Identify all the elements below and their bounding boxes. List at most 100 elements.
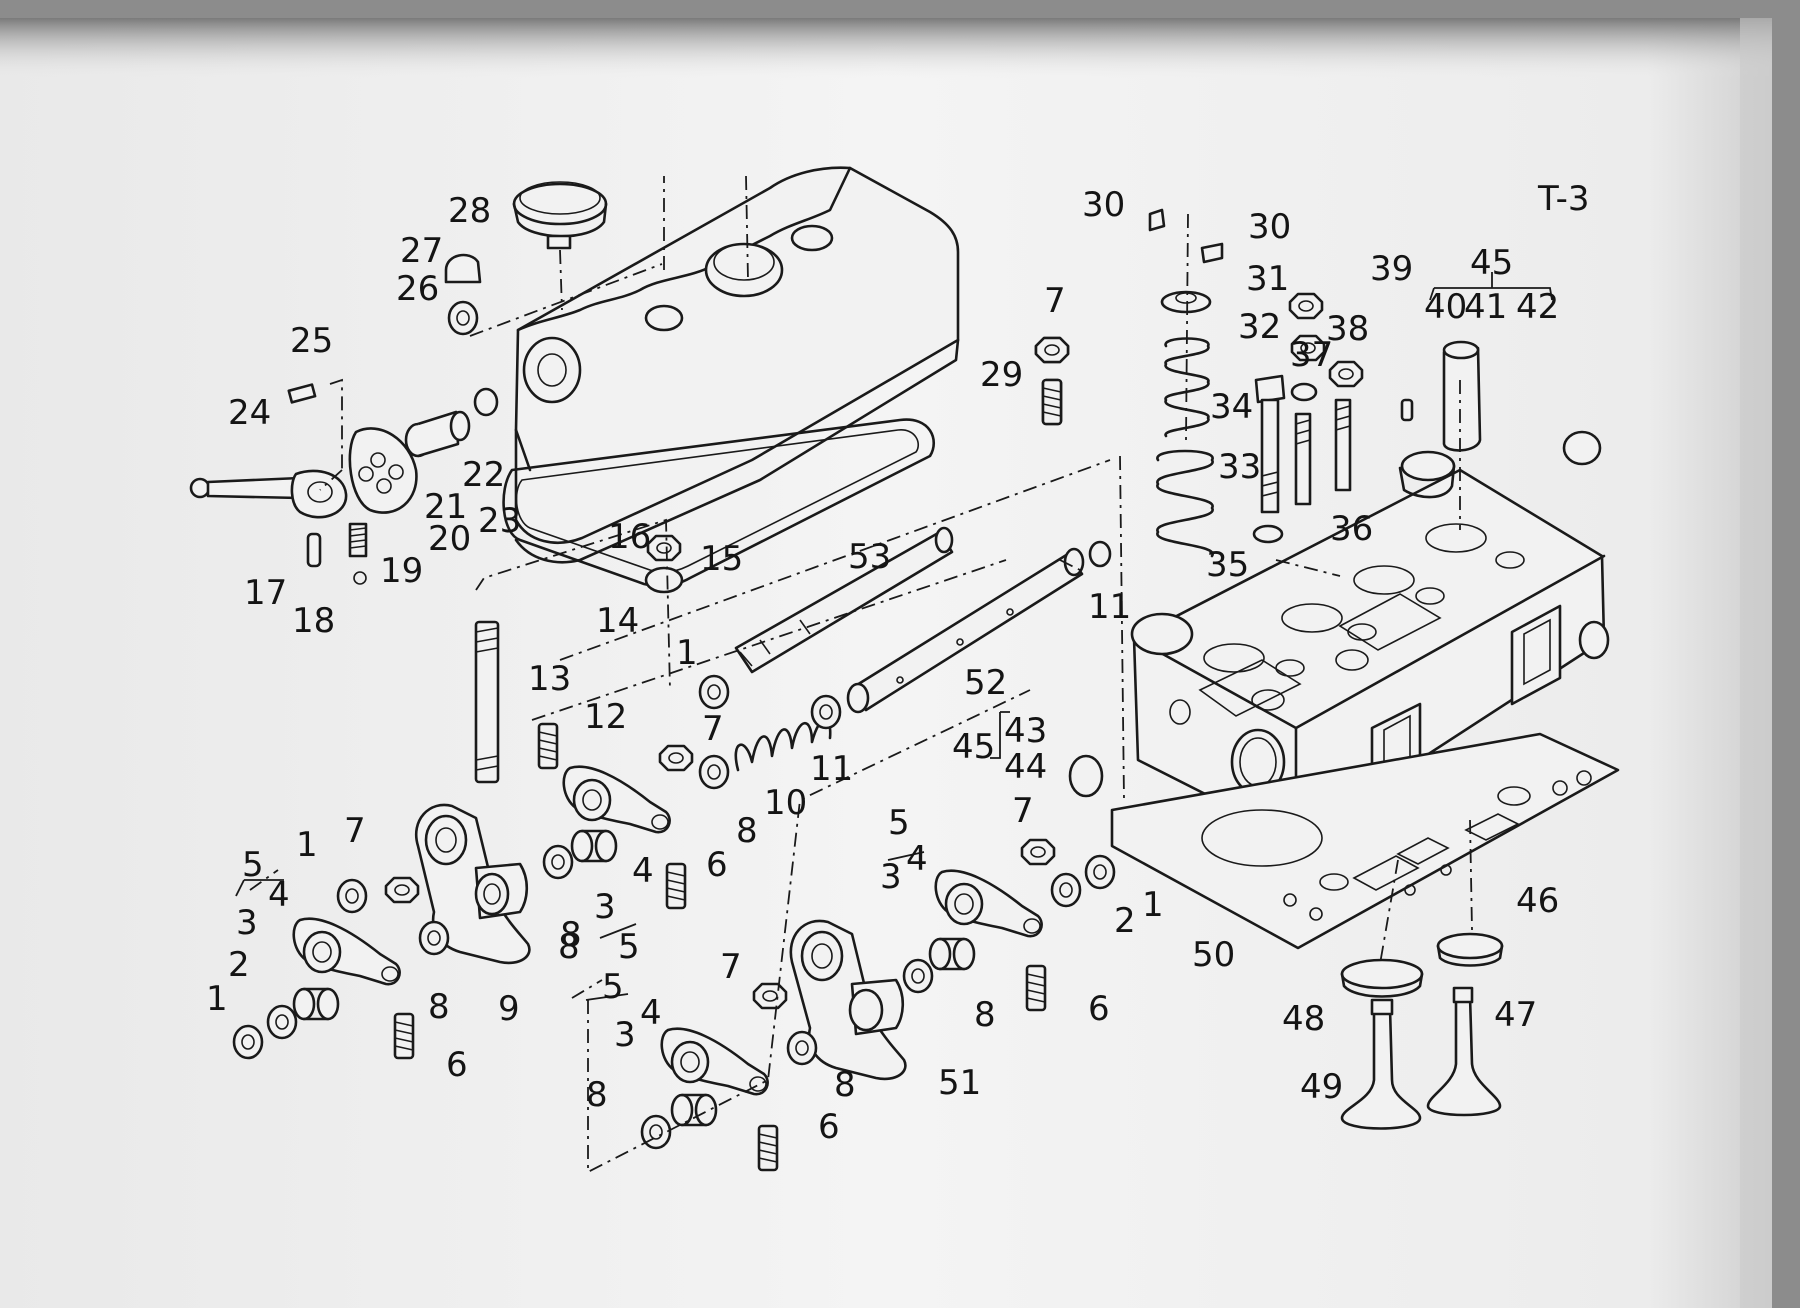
callout-2-left: 2 [228, 945, 250, 985]
callout-45-side: 45 [952, 727, 995, 767]
callout-42: 42 [1516, 287, 1559, 327]
rocker-shaft-53 [734, 526, 954, 674]
callout-30-b: 30 [1248, 207, 1291, 247]
rocker-support-51 [789, 919, 907, 1081]
callout-8-mid2: 8 [558, 927, 580, 967]
callout-44: 44 [1004, 747, 1047, 787]
callout-4-mid: 4 [632, 851, 654, 891]
callout-11-mid: 11 [810, 749, 853, 789]
callout-7-top: 7 [1044, 281, 1066, 321]
rocker-support-left [415, 803, 531, 965]
callout-11-top: 11 [1088, 587, 1131, 627]
callout-22: 22 [462, 455, 505, 495]
callout-25: 25 [290, 321, 333, 361]
callout-52: 52 [964, 663, 1007, 703]
callout-20: 20 [428, 519, 471, 559]
callout-28: 28 [448, 191, 491, 231]
callout-21: 21 [424, 487, 467, 527]
callout-8-lower2: 8 [586, 1075, 608, 1115]
callout-3-right: 3 [880, 857, 902, 897]
callout-7-mid: 7 [702, 709, 724, 749]
callout-8-left: 8 [428, 987, 450, 1027]
callout-1-right: 1 [1142, 885, 1164, 925]
callout-1-shaft: 1 [676, 633, 698, 673]
callout-48: 48 [1282, 999, 1325, 1039]
callout-32: 32 [1238, 307, 1281, 347]
callout-29: 29 [980, 355, 1023, 395]
small-parts-left [287, 383, 368, 585]
callout-6-left: 6 [446, 1045, 468, 1085]
callout-47: 47 [1494, 995, 1537, 1035]
oil-filler-cap [512, 181, 608, 250]
callout-5-mid: 5 [618, 927, 640, 967]
callout-5-right: 5 [888, 803, 910, 843]
sheet-code: T-3 [1537, 179, 1590, 219]
callout-36: 36 [1330, 509, 1373, 549]
callout-6-lower: 6 [818, 1107, 840, 1147]
callout-1-left: 1 [206, 979, 228, 1019]
callout-40: 40 [1424, 287, 1467, 327]
rocker-shaft-52 [846, 547, 1085, 714]
callout-4-left: 4 [268, 875, 290, 915]
callout-9: 9 [498, 989, 520, 1029]
callout-27: 27 [400, 231, 443, 271]
callout-30-a: 30 [1082, 185, 1125, 225]
callout-5-left: 5 [242, 845, 264, 885]
callout-53: 53 [848, 537, 891, 577]
callout-34: 34 [1210, 387, 1253, 427]
callout-35: 35 [1206, 545, 1249, 585]
lever-plate [348, 427, 418, 514]
callout-5-lower: 5 [602, 967, 624, 1007]
callout-43: 43 [1004, 711, 1047, 751]
centre-lines [249, 175, 1473, 1174]
callout-3-mid: 3 [594, 887, 616, 927]
callout-7-lower: 7 [720, 947, 742, 987]
callout-46: 46 [1516, 881, 1559, 921]
callout-13: 13 [528, 659, 571, 699]
callout-7-right: 7 [1012, 791, 1034, 831]
callout-50: 50 [1192, 935, 1235, 975]
callout-labels: 28 27 26 25 24 21 20 22 23 19 17 18 16 1… [206, 185, 1559, 1147]
callout-51: 51 [938, 1063, 981, 1103]
callout-7-left: 7 [344, 811, 366, 851]
callout-26: 26 [396, 269, 439, 309]
valves [1340, 932, 1504, 1130]
callout-12: 12 [584, 697, 627, 737]
callout-8-right: 8 [974, 995, 996, 1035]
callout-6-right: 6 [1088, 989, 1110, 1029]
valve-spring-group [1148, 208, 1602, 558]
callout-39: 39 [1370, 249, 1413, 289]
callout-8-lower: 8 [834, 1065, 856, 1105]
callout-24: 24 [228, 393, 271, 433]
callout-4-right: 4 [906, 839, 928, 879]
callout-8-left2: 8 [560, 915, 582, 955]
callout-31: 31 [1246, 259, 1289, 299]
callout-23: 23 [478, 501, 521, 541]
callout-2-right: 2 [1114, 901, 1136, 941]
callout-14: 14 [596, 601, 639, 641]
callout-49: 49 [1300, 1067, 1343, 1107]
group-brackets [235, 272, 1553, 1001]
callout-17: 17 [244, 573, 287, 613]
callout-3-left: 3 [236, 903, 258, 943]
callout-33: 33 [1218, 447, 1261, 487]
callout-15: 15 [700, 539, 743, 579]
rocker-spring [734, 718, 832, 772]
callout-41: 41 [1464, 287, 1507, 327]
callout-18: 18 [292, 601, 335, 641]
callout-3-lower: 3 [614, 1015, 636, 1055]
callout-10: 10 [764, 783, 807, 823]
callout-4-lower: 4 [640, 993, 662, 1033]
callout-37: 37 [1290, 335, 1333, 375]
decompression-lever [189, 469, 348, 519]
cap-nut [444, 253, 482, 336]
callout-38: 38 [1326, 309, 1369, 349]
decompression-shaft [404, 387, 499, 458]
callout-1-left-top: 1 [296, 825, 318, 865]
callout-16: 16 [608, 517, 651, 557]
callout-19: 19 [380, 551, 423, 591]
callout-6-mid: 6 [706, 845, 728, 885]
callout-45-top: 45 [1470, 243, 1513, 283]
long-stud [474, 620, 500, 784]
